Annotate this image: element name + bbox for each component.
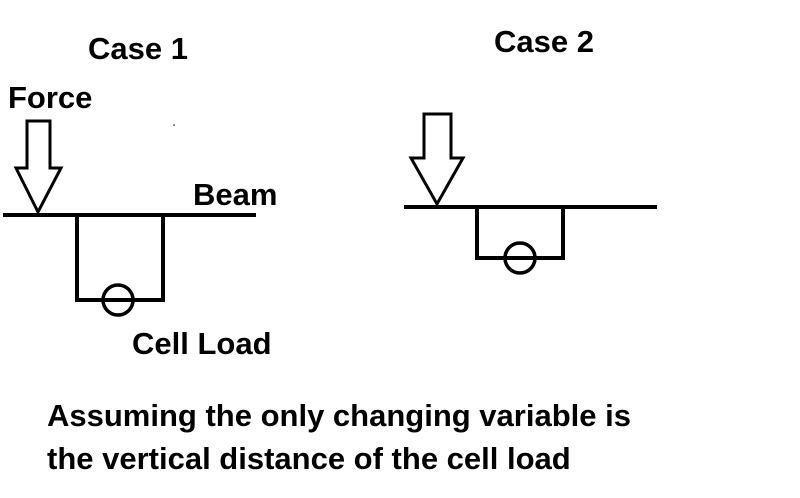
- caption-line-1: Assuming the only changing variable is: [47, 398, 631, 433]
- case2-cell-bracket: [475, 207, 565, 260]
- case1-title: Case 1: [88, 31, 188, 66]
- force-label: Force: [8, 80, 93, 115]
- case2-force-arrow: [408, 112, 466, 208]
- case1-cell-bracket: [75, 215, 165, 302]
- case1-cell-load-circle: [101, 283, 135, 317]
- case2-title: Case 2: [494, 24, 594, 59]
- case2-cell-load-circle: [503, 241, 537, 275]
- stray-dot: [173, 124, 175, 126]
- caption-line-2: the vertical distance of the cell load: [47, 441, 571, 476]
- beam-label: Beam: [193, 177, 278, 212]
- cell-load-label: Cell Load: [132, 326, 272, 361]
- case1-force-arrow: [13, 119, 64, 216]
